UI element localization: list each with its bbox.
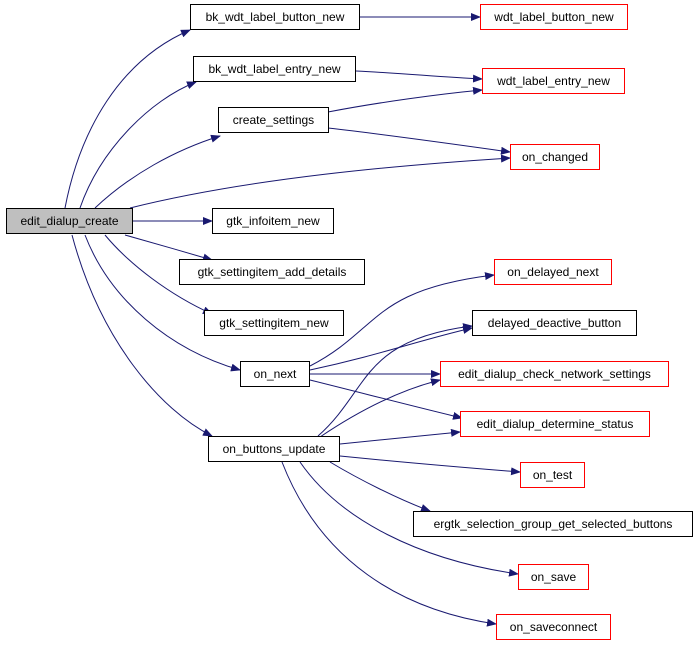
edge-buttons-update-on-test [339, 455, 521, 476]
node-on-save[interactable]: on_save [518, 564, 589, 590]
edge-buttons-update-determine-status [339, 428, 461, 445]
edge-buttons-update-ergtk-selection [329, 461, 431, 512]
edge-root-create-settings [94, 134, 221, 209]
edge-on-next-on-delayed-next [309, 272, 495, 367]
node-on-buttons-update[interactable]: on_buttons_update [208, 436, 340, 462]
node-wdt-label-button-new[interactable]: wdt_label_button_new [480, 4, 628, 30]
node-gtk-settingitem-new[interactable]: gtk_settingitem_new [204, 310, 344, 336]
edge-root-bk-wdt-label-button-new [64, 29, 191, 209]
edge-on-next-determine-status [309, 379, 463, 420]
edge-buttons-update-delayed-deactive [317, 323, 473, 437]
node-on-changed[interactable]: on_changed [510, 144, 600, 170]
edge-buttons-update-on-save [299, 461, 519, 577]
edge-create-settings-wdt-entry [327, 86, 483, 113]
node-bk-wdt-label-entry-new[interactable]: bk_wdt_label_entry_new [193, 56, 356, 82]
node-edit-dialup-determine-status[interactable]: edit_dialup_determine_status [460, 411, 650, 437]
node-gtk-settingitem-add-details[interactable]: gtk_settingitem_add_details [179, 259, 365, 285]
node-wdt-label-entry-new[interactable]: wdt_label_entry_new [482, 68, 625, 94]
node-edit-dialup-create: edit_dialup_create [6, 208, 133, 234]
node-create-settings[interactable]: create_settings [218, 107, 329, 133]
edge-buttons-update-on-saveconnect [281, 461, 497, 627]
node-edit-dialup-check-network-settings[interactable]: edit_dialup_check_network_settings [440, 361, 669, 387]
edge-root-on-buttons-update [71, 234, 213, 437]
edge-root-bk-wdt-label-entry-new [79, 81, 197, 209]
node-on-saveconnect[interactable]: on_saveconnect [496, 614, 611, 640]
edge-root-on-changed [129, 154, 511, 209]
node-bk-wdt-label-button-new[interactable]: bk_wdt_label_button_new [190, 4, 360, 30]
node-delayed-deactive-button[interactable]: delayed_deactive_button [472, 310, 637, 336]
node-on-test[interactable]: on_test [520, 462, 585, 488]
edge-buttons-update-check-network [319, 378, 441, 438]
node-on-delayed-next[interactable]: on_delayed_next [494, 259, 612, 285]
node-ergtk-selection-group-get-selected-buttons[interactable]: ergtk_selection_group_get_selected_butto… [413, 511, 693, 537]
edge-create-settings-on-changed [327, 127, 511, 155]
edge-bk-entry-wdt-entry [355, 70, 483, 83]
node-on-next[interactable]: on_next [240, 361, 310, 387]
edge-root-gtk-settingitem-new [104, 234, 213, 315]
edge-root-on-next [84, 234, 241, 372]
edge-root-gtk-settingitem-add-details [124, 234, 213, 262]
node-gtk-infoitem-new[interactable]: gtk_infoitem_new [212, 208, 334, 234]
